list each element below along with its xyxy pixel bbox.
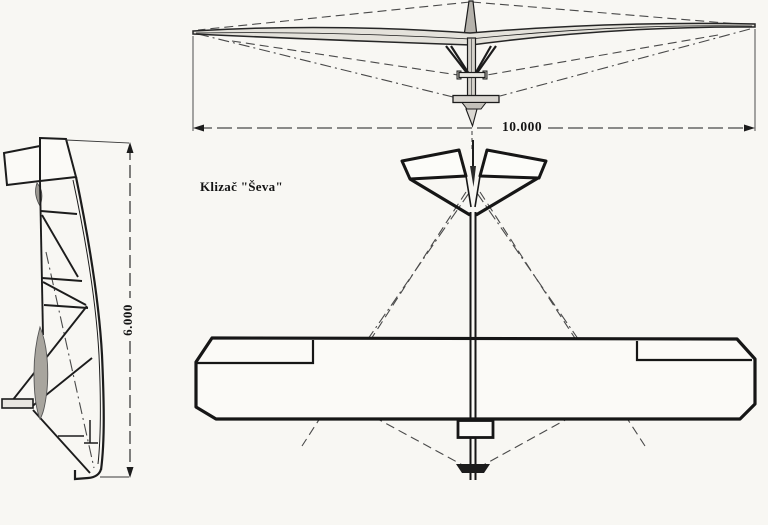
plan-tailcone-left (409, 177, 471, 217)
side-rudder (2, 144, 41, 187)
side-truss (11, 180, 93, 474)
wingspan-arrow-left (193, 124, 204, 132)
side-landing-skid (1, 398, 34, 409)
front-crossbar (458, 71, 486, 79)
side-cockpit-details (58, 420, 98, 444)
plan-view (194, 140, 757, 480)
plan-fin-spike (470, 166, 476, 187)
front-v-struts (445, 45, 497, 75)
front-lower-wire-left (197, 33, 454, 98)
length-extension-top (65, 139, 130, 144)
length-dimension-label: 6.000 (120, 304, 135, 336)
front-strut-wire-right (486, 34, 719, 76)
plan-tailcone-inner-right (474, 175, 481, 208)
side-nose (73, 468, 103, 481)
side-fin (39, 136, 78, 183)
front-view (192, 0, 756, 150)
plan-tailcone-inner-left (465, 175, 472, 208)
plan-stabilizer-right (478, 148, 548, 180)
wingspan-arrow-right (744, 124, 755, 132)
plan-cockpit (456, 419, 495, 439)
plan-wire-long-left (301, 191, 467, 447)
front-upper-wire-right (471, 1, 751, 26)
front-lower-wire-right (499, 28, 751, 97)
front-fuselage-base (452, 94, 500, 104)
side-reference-line (45, 251, 95, 469)
wingspan-dimension-label: 10.000 (502, 119, 543, 134)
front-wing (192, 22, 756, 46)
plan-aileron-left (197, 340, 315, 365)
plan-wire-nose-left (351, 404, 469, 469)
side-fuselage-keel-inner (72, 179, 101, 465)
front-strut-wire-left (231, 40, 459, 76)
length-arrow-bottom (126, 467, 134, 478)
side-fuselage-keel (74, 176, 105, 471)
front-fin (463, 0, 478, 37)
plan-tailcone-right (475, 176, 539, 217)
plan-aileron-right (635, 341, 752, 362)
plan-wire-tail-left (351, 192, 470, 363)
length-arrow-top (126, 142, 134, 153)
plan-stabilizer-left (400, 148, 468, 181)
front-fuselage-pod (460, 102, 488, 110)
side-wing-airfoil (33, 325, 49, 421)
front-upper-wire-left (197, 1, 471, 31)
plan-nose-skid (456, 464, 490, 473)
side-view (1, 136, 134, 481)
drawing-title: Klizač "Ševa" (200, 179, 283, 194)
front-skid (465, 108, 478, 128)
